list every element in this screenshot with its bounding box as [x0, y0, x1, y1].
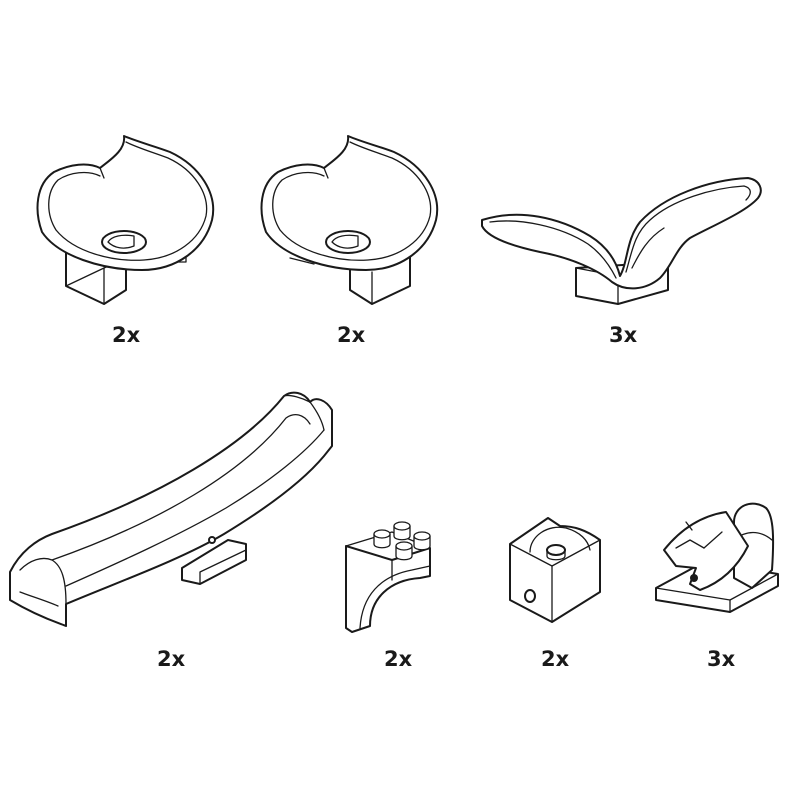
funnel-bowl-part-2 — [260, 135, 439, 305]
funnel-bowl-part-1 — [36, 135, 215, 305]
quantity-label-curved-rail: 2x — [157, 647, 186, 671]
quantity-label-wing-catcher: 3x — [609, 323, 638, 347]
quantity-label-flip-gate: 3x — [707, 647, 736, 671]
quantity-label-funnel-bowl-b: 2x — [337, 323, 366, 347]
cradle-cube-part — [509, 517, 601, 623]
quantity-label-cradle-cube: 2x — [541, 647, 570, 671]
quantity-label-funnel-bowl-a: 2x — [112, 323, 141, 347]
wing-catcher-part — [481, 177, 762, 305]
quantity-label-arch-brick: 2x — [384, 647, 413, 671]
arch-brick-part — [345, 521, 431, 633]
curved-rail-part — [9, 391, 333, 627]
flip-gate-part — [655, 502, 779, 613]
